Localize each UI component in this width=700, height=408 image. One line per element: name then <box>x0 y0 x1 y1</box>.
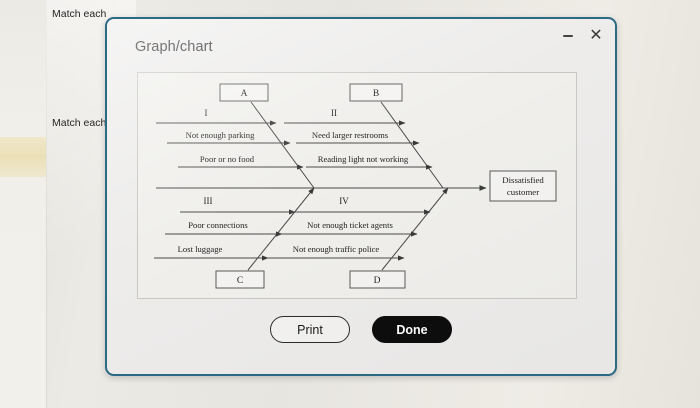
roman-label-i: I <box>205 108 208 118</box>
background-highlight-band <box>0 137 46 177</box>
minimize-icon[interactable] <box>560 28 576 44</box>
category-bone-c <box>247 187 315 271</box>
category-box-c <box>215 270 265 289</box>
window-controls: ✕ <box>560 28 604 44</box>
cause-label-a-1: Poor or no food <box>200 154 255 164</box>
cause-label-b-0: Need larger restrooms <box>312 130 389 140</box>
roman-label-iii: III <box>204 196 213 206</box>
cause-label-a-0: Not enough parking <box>186 130 255 140</box>
category-box-d <box>349 270 406 289</box>
dialog-title: Graph/chart <box>135 39 213 55</box>
cause-label-d-0: Not enough ticket agents <box>307 220 393 230</box>
roman-label-ii: II <box>331 108 337 118</box>
roman-label-iv: IV <box>339 196 349 206</box>
cause-label-b-1: Reading light not working <box>318 154 409 164</box>
background-question-text-1: Match each <box>52 8 107 20</box>
cause-label-d-1: Not enough traffic police <box>293 244 380 254</box>
effect-box <box>489 170 557 202</box>
category-label-b: B <box>373 89 379 99</box>
cause-label-c-1: Lost luggage <box>178 244 223 254</box>
category-box-a <box>219 83 269 102</box>
done-button[interactable]: Done <box>372 316 452 343</box>
background-left-strip <box>0 0 46 408</box>
close-icon[interactable]: ✕ <box>589 27 603 44</box>
category-bone-a <box>250 101 315 189</box>
category-bone-b <box>380 101 444 189</box>
category-label-a: A <box>241 89 248 99</box>
category-label-d: D <box>374 276 381 286</box>
category-bone-d <box>381 187 449 271</box>
cause-label-c-0: Poor connections <box>188 220 248 230</box>
category-label-c: C <box>237 276 243 286</box>
print-button[interactable]: Print <box>270 316 350 343</box>
dialog-button-row: Print Done <box>107 316 615 343</box>
background-question-text-2: Match each <box>52 117 107 129</box>
category-box-b <box>349 83 403 102</box>
